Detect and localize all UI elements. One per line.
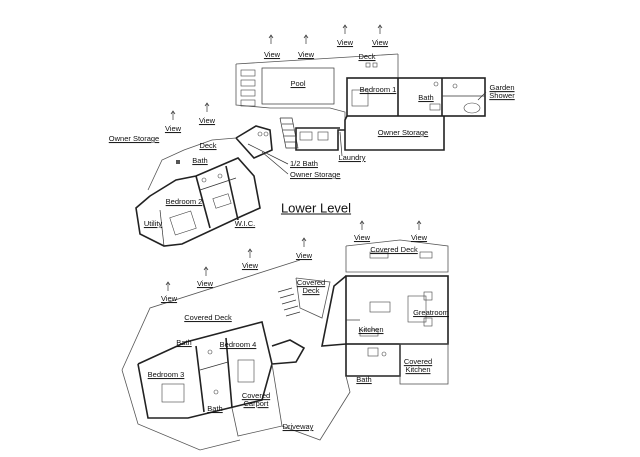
left-wing <box>135 137 261 247</box>
room-label-bedroom-4: Bedroom 4 <box>219 340 257 350</box>
upper-wing <box>235 53 486 159</box>
view-label: View <box>371 38 389 48</box>
room-label-bath: Bath <box>356 375 372 385</box>
lower-wing <box>121 239 449 451</box>
room-label-wic: W.I.C. <box>234 219 256 229</box>
view-arrows <box>165 24 487 291</box>
room-label-laundry: Laundry <box>338 153 366 163</box>
room-label-utility: Utility <box>143 219 163 229</box>
room-label-bath: Bath <box>176 338 192 348</box>
room-label-owner-storage: Owner Storage <box>108 134 160 144</box>
view-label: View <box>164 124 182 134</box>
room-label-owner-storage: Owner Storage <box>377 128 429 138</box>
room-label-covered-kitchen: Covered Kitchen <box>403 357 433 374</box>
view-label: View <box>160 294 178 304</box>
room-label-covered-deck: Covered Deck <box>370 245 418 255</box>
room-label-deck: Deck <box>358 52 376 62</box>
room-label-bedroom-3: Bedroom 3 <box>147 370 185 380</box>
view-label: View <box>297 50 315 60</box>
room-label-garden-shower: Garden Shower <box>489 83 515 100</box>
area-label-driveway: Driveway <box>282 422 314 432</box>
room-label-bath: Bath <box>418 93 434 103</box>
room-label-owner-storage: Owner Storage <box>290 170 341 180</box>
room-label-pool: Pool <box>290 79 306 89</box>
room-label-bedroom-1: Bedroom 1 <box>359 85 397 95</box>
room-label-deck: Deck <box>199 141 217 151</box>
view-label: View <box>336 38 354 48</box>
view-label: View <box>196 279 214 289</box>
room-label-bath: Bath <box>192 156 208 166</box>
room-label-bath: Bath <box>207 404 223 414</box>
plan-title: Lower Level <box>280 200 352 216</box>
room-label-half-bath: 1/2 Bath <box>290 159 318 169</box>
room-label-covered-deck: Covered Deck <box>296 278 326 295</box>
view-label: View <box>263 50 281 60</box>
room-label-covered-carport: Covered Carport <box>241 391 271 408</box>
room-label-greatroom: Greatroom <box>413 308 449 318</box>
view-label: View <box>353 233 371 243</box>
pool-shape <box>261 67 335 105</box>
view-label: View <box>410 233 428 243</box>
view-label: View <box>295 251 313 261</box>
room-label-bedroom-2: Bedroom 2 <box>165 197 203 207</box>
room-label-kitchen: Kitchen <box>358 325 384 335</box>
view-label: View <box>198 116 216 126</box>
room-label-covered-deck: Covered Deck <box>184 313 232 323</box>
view-label: View <box>241 261 259 271</box>
